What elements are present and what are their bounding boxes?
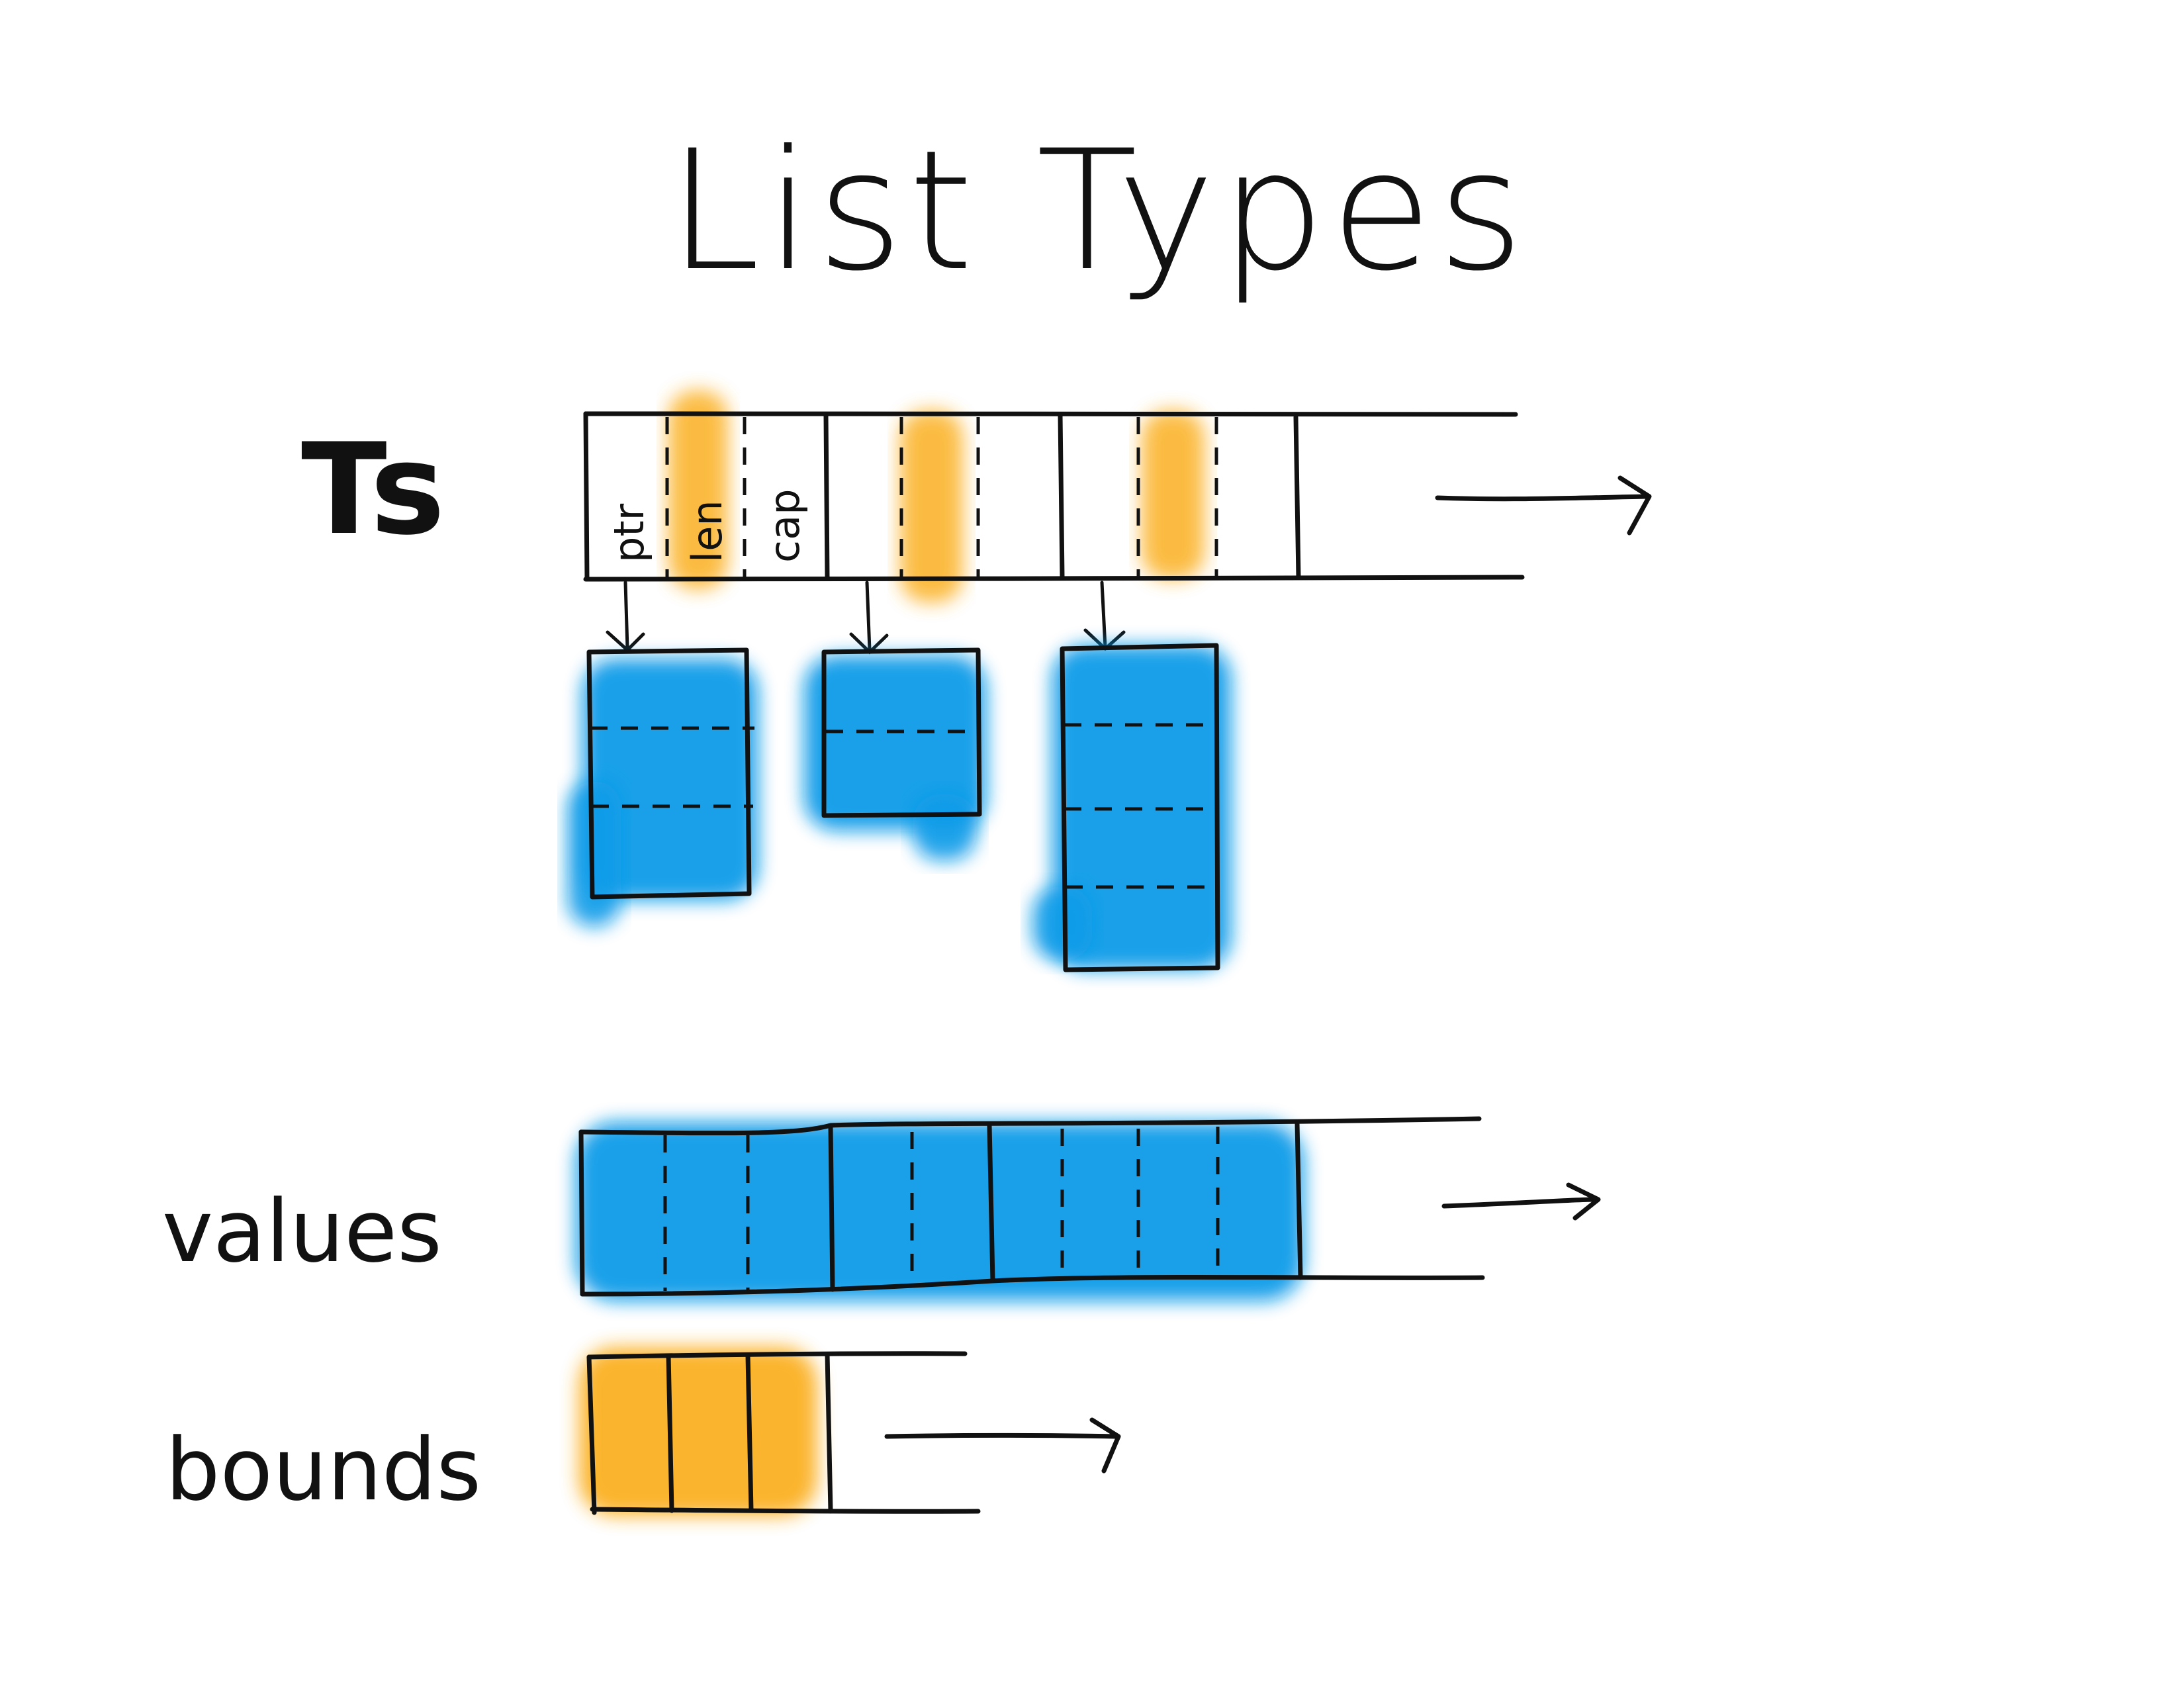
values-fill: [576, 1122, 1304, 1301]
bounds-separator: [666, 1353, 674, 1513]
bounds-bottom-line: [590, 1507, 981, 1514]
values-separator: [828, 1124, 835, 1292]
pointer-arrow-icon: [865, 581, 872, 652]
pointer-arrow-icon: [1100, 581, 1107, 649]
values-separator: [578, 1129, 585, 1297]
bounds-array: [579, 1347, 1121, 1516]
ts-bottom-line: [583, 575, 1525, 583]
bounds-fill: [579, 1347, 817, 1516]
len-highlight: [668, 391, 728, 589]
pointer-arrows: [606, 581, 1126, 655]
values-array: [576, 1116, 1601, 1301]
bounds-separator: [825, 1352, 833, 1514]
ts-label: Ts: [301, 416, 445, 563]
page-title: List Types: [668, 115, 1529, 307]
bounds-separator: [586, 1354, 597, 1515]
bounds-separator: [745, 1353, 754, 1513]
values-top-line: [578, 1116, 1482, 1136]
ts-separator: [823, 413, 830, 581]
values-separator: [1295, 1121, 1303, 1280]
len-highlight: [1142, 410, 1205, 579]
bounds-top-line: [586, 1351, 968, 1360]
bounds-continuation-arrow-icon: [884, 1417, 1121, 1474]
ts-continuation-arrow-icon: [1435, 475, 1652, 536]
pointer-arrow-icon: [623, 581, 629, 651]
ts-separator: [583, 411, 590, 582]
child-buffer-3: [1032, 643, 1231, 972]
values-separator: [987, 1123, 995, 1284]
values-label: values: [162, 1181, 442, 1282]
bounds-label: bounds: [165, 1419, 481, 1520]
child-buffer-1: [568, 647, 758, 927]
child-buffer-2: [804, 647, 986, 861]
len-field-label: len: [683, 500, 731, 563]
len-highlight: [900, 410, 963, 602]
cap-field-label: cap: [760, 489, 809, 563]
ptr-field-label: ptr: [605, 503, 653, 563]
values-bottom-line: [580, 1274, 1485, 1297]
values-continuation-arrow-icon: [1441, 1182, 1601, 1221]
ts-separator: [1058, 413, 1065, 580]
ts-array: ptr len cap: [583, 391, 1652, 602]
ts-separator: [1293, 414, 1301, 580]
